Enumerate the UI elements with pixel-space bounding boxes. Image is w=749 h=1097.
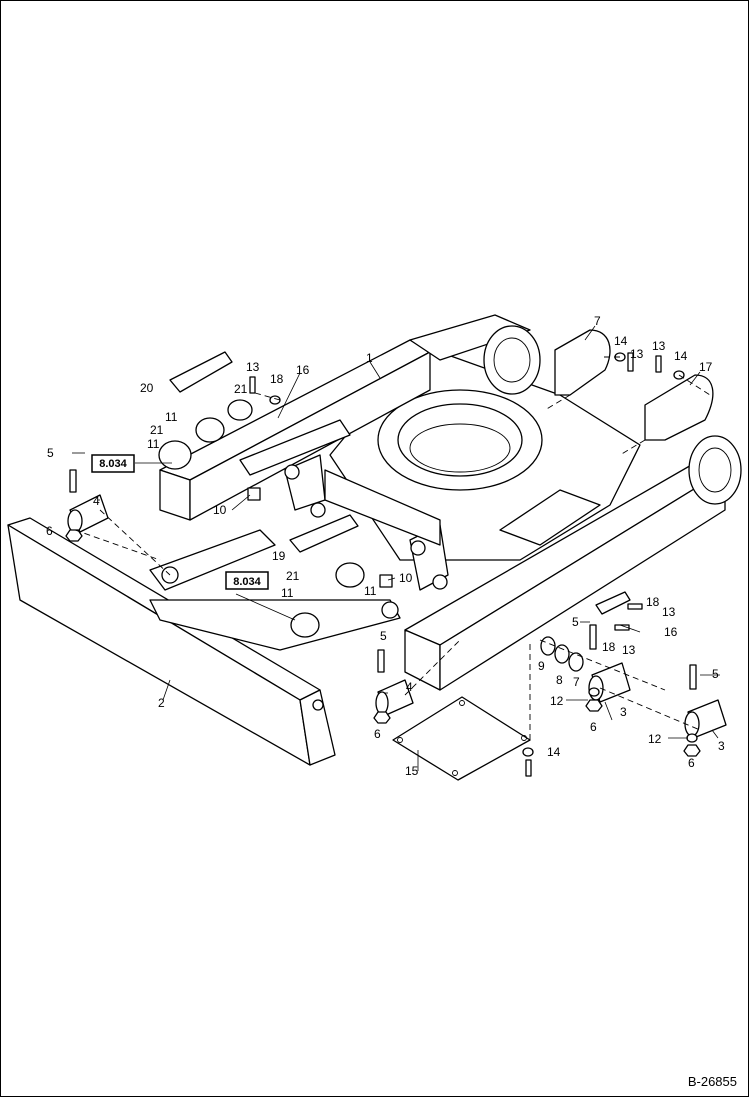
- callout: 18: [270, 372, 284, 386]
- callout: 8: [556, 673, 563, 687]
- callout: 3: [620, 705, 627, 719]
- callout: 10: [399, 571, 413, 585]
- callout: 14: [674, 349, 688, 363]
- callout: 21: [286, 569, 300, 583]
- callout: 5: [47, 446, 54, 460]
- callout: 16: [664, 625, 678, 639]
- callout: 6: [688, 756, 695, 770]
- callout: 11: [364, 584, 377, 598]
- callout: 7: [573, 675, 580, 689]
- callout: 21: [150, 423, 164, 437]
- callout: 13: [246, 360, 260, 374]
- callout: 10: [213, 503, 227, 517]
- callouts: 1 2 3 3 4 4 5 5 5 5 6 6 6 6 7 7 8 9 10 1…: [46, 314, 725, 778]
- pins: [67, 494, 727, 738]
- ref-box-lower: 8.034: [225, 571, 269, 590]
- callout: 9: [538, 659, 545, 673]
- callout: 5: [712, 667, 719, 681]
- callout: 6: [590, 720, 597, 734]
- callout: 1: [366, 351, 373, 365]
- callout: 15: [405, 764, 419, 778]
- assembly-lines: [74, 356, 711, 740]
- callout: 11: [165, 410, 178, 424]
- callout: 18: [602, 640, 616, 654]
- callout: 3: [718, 739, 725, 753]
- callout: 5: [380, 629, 387, 643]
- callout: 4: [93, 494, 100, 508]
- leader-lines: [72, 325, 720, 771]
- shields: [169, 351, 631, 615]
- callout: 2: [158, 696, 165, 710]
- tensioners: [158, 399, 365, 638]
- callout: 13: [652, 339, 666, 353]
- svg-text:8.034: 8.034: [99, 458, 127, 470]
- callout: 11: [281, 586, 294, 600]
- callout: 21: [234, 382, 248, 396]
- callout: 19: [272, 549, 286, 563]
- callout: 13: [622, 643, 636, 657]
- callout: 11: [147, 437, 160, 451]
- undercarriage-frame: [159, 314, 742, 691]
- callout: 13: [662, 605, 676, 619]
- callout: 20: [140, 381, 154, 395]
- figure-id: B-26855: [687, 1074, 737, 1089]
- svg-text:8.034: 8.034: [233, 576, 261, 588]
- callout: 14: [614, 334, 628, 348]
- callout: 5: [572, 615, 579, 629]
- ref-box-upper: 8.034: [91, 454, 135, 473]
- callout: 16: [296, 363, 310, 377]
- callout: 12: [550, 694, 564, 708]
- callout: 13: [630, 347, 644, 361]
- callout: 6: [46, 524, 53, 538]
- callout: 7: [594, 314, 601, 328]
- callout: 18: [646, 595, 660, 609]
- callout: 17: [699, 360, 713, 374]
- callout: 14: [547, 745, 561, 759]
- callout: 4: [406, 680, 413, 694]
- callout: 12: [648, 732, 662, 746]
- dozer-blade: [7, 517, 401, 766]
- callout: 6: [374, 727, 381, 741]
